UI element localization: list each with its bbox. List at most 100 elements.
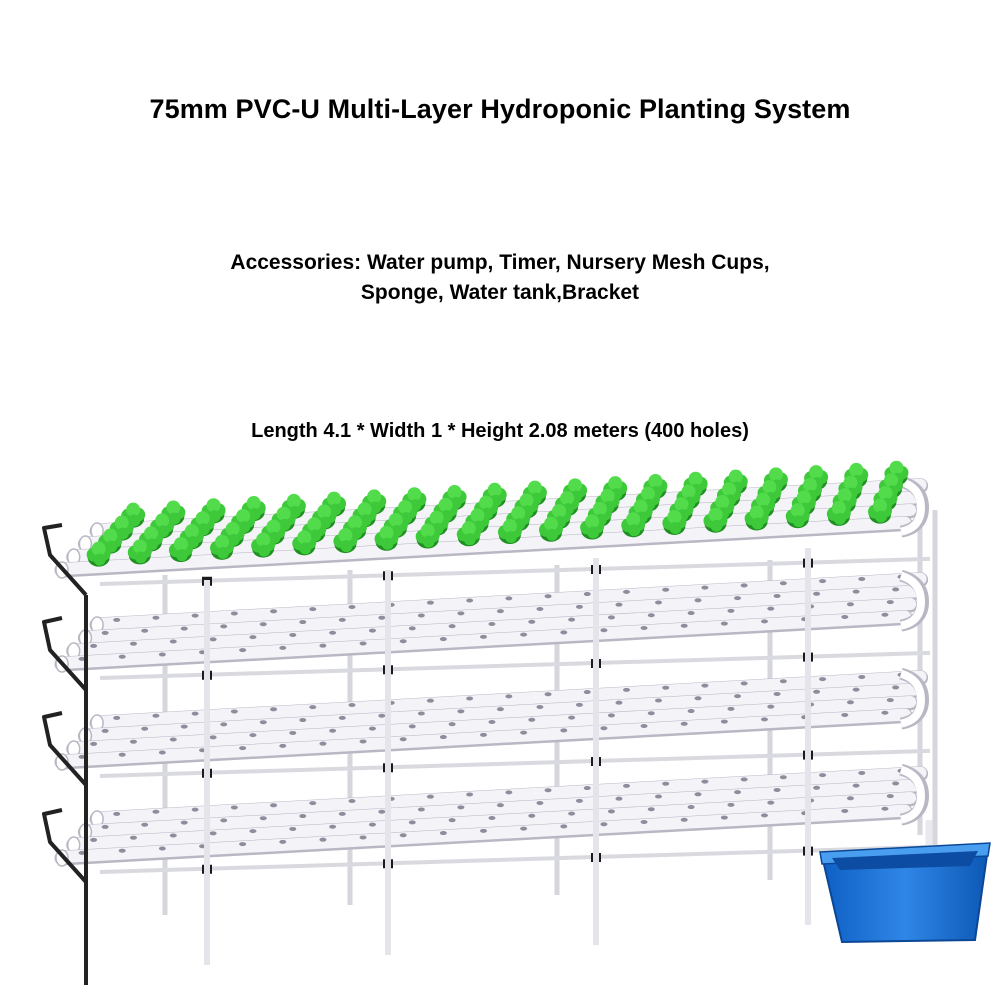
pipe-layer [54, 569, 931, 680]
planting-hole [886, 794, 894, 799]
planting-hole [152, 809, 160, 814]
planting-hole [368, 822, 376, 827]
pipe [56, 804, 911, 863]
leaf [796, 490, 811, 505]
bracket-arm [42, 808, 88, 884]
accessories-text: Accessories: Water pump, Timer, Nursery … [0, 248, 1000, 308]
planting-hole [230, 611, 238, 616]
pipe [91, 572, 927, 630]
planting-hole [544, 692, 552, 697]
planting-hole [734, 596, 742, 601]
planting-hole [338, 811, 346, 816]
planting-hole [767, 704, 775, 709]
leaf [519, 493, 534, 508]
planting-hole [892, 685, 900, 690]
planting-hole [299, 814, 307, 819]
pipe [67, 695, 917, 754]
planting-hole [359, 641, 367, 646]
planting-hole [727, 706, 735, 711]
planting-hole [448, 818, 456, 823]
planting-hole [289, 826, 297, 831]
leaf [132, 539, 147, 554]
leaf [641, 486, 656, 501]
leaf [114, 515, 129, 530]
leaf [560, 491, 575, 506]
planting-hole [881, 806, 889, 811]
leaf [872, 498, 887, 513]
lettuce-plant [374, 525, 399, 551]
planting-hole [813, 591, 821, 596]
leaf [266, 519, 281, 534]
pipe [79, 683, 922, 741]
planting-hole [270, 803, 278, 808]
planting-hole [528, 813, 536, 818]
planting-hole [259, 816, 267, 821]
planting-hole [720, 719, 728, 724]
planting-hole [761, 619, 768, 624]
planting-hole [761, 717, 768, 722]
lettuce-plant [603, 476, 628, 502]
leaf [674, 497, 689, 512]
planting-hole [309, 607, 317, 612]
planting-hole [378, 809, 386, 814]
planting-hole [607, 713, 615, 718]
front-frame-posts [204, 548, 811, 965]
planting-hole [417, 613, 425, 618]
leaf [286, 493, 301, 508]
planting-hole [560, 728, 568, 733]
planting-hole [279, 839, 287, 844]
planting-hole [496, 707, 504, 712]
planting-hole [886, 600, 894, 605]
leaf [585, 514, 600, 529]
pipe-elbow-highlight [899, 669, 926, 728]
planting-hole [457, 611, 465, 616]
leaf [768, 467, 783, 482]
planting-hole [727, 608, 735, 613]
lettuce-plant [744, 505, 769, 531]
planting-hole [118, 848, 126, 853]
planting-hole [846, 602, 854, 607]
planting-hole [536, 607, 544, 612]
leaf [849, 462, 864, 477]
frame-rail [99, 650, 931, 680]
planting-hole [583, 786, 591, 791]
planting-hole [694, 792, 702, 797]
planting-hole [575, 798, 583, 803]
lettuce-plant [362, 489, 387, 515]
planting-hole [727, 802, 735, 807]
lettuce-plant [785, 503, 810, 529]
leaf [420, 523, 435, 538]
planting-hole [408, 724, 416, 729]
planting-hole [761, 813, 768, 818]
planting-hole [299, 620, 307, 625]
leaf [688, 471, 703, 486]
planting-hole [319, 741, 327, 746]
leaf [184, 524, 199, 539]
planting-hole [169, 833, 177, 838]
leaf [422, 535, 435, 548]
leaf [388, 512, 403, 527]
planting-hole [230, 805, 238, 810]
planting-hole [622, 687, 630, 692]
accessories-line-1: Accessories: Water pump, Timer, Nursery … [230, 251, 770, 274]
pipe [67, 791, 917, 850]
planting-hole [270, 707, 278, 712]
leaf [463, 533, 476, 546]
planting-hole [701, 779, 709, 784]
planting-hole [259, 720, 267, 725]
leaf [299, 542, 312, 555]
planting-hole [399, 639, 407, 644]
planting-hole [439, 735, 447, 740]
planting-hole [78, 850, 86, 855]
leaf [236, 508, 251, 523]
leaf [340, 540, 353, 553]
lettuce-plant [127, 539, 152, 565]
planting-hole [368, 628, 376, 633]
lettuce-plant [867, 498, 892, 524]
planting-hole [289, 730, 297, 735]
planting-hole [687, 709, 695, 714]
planting-hole [180, 724, 188, 729]
lettuce-plant [703, 507, 728, 533]
planting-hole [152, 615, 160, 620]
planting-hole [408, 820, 416, 825]
